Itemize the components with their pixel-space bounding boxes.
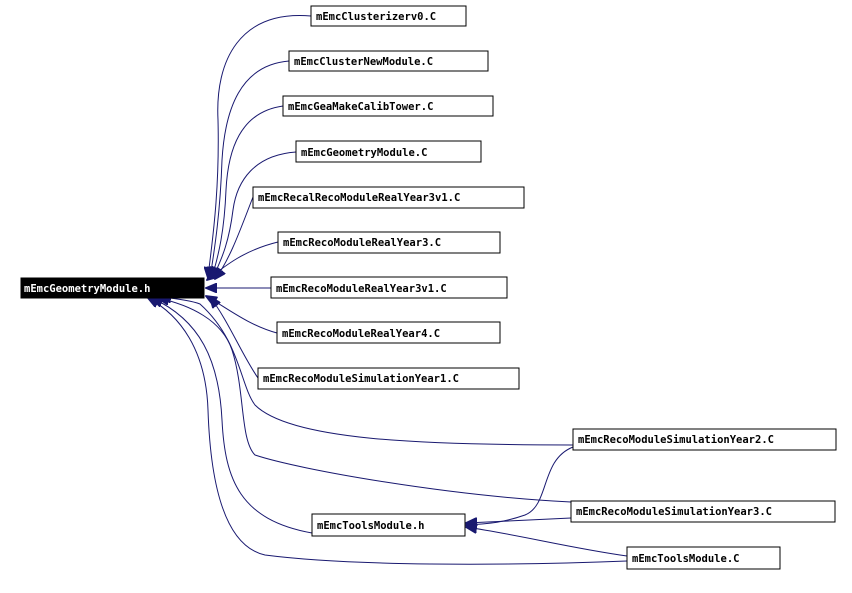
node-label: mEmcToolsModule.C [632,553,739,565]
node-label: mEmcGeometryModule.h [24,283,150,295]
node-label: mEmcRecoModuleRealYear3v1.C [276,283,447,295]
edge-recosimyear3-to-geometry-h [158,298,572,503]
edge-recosimyear2-to-geometry-h [160,297,574,446]
edge-toolsmodule-c-to-toolsmodule-h [466,527,628,557]
node-label: mEmcClusterNewModule.C [294,56,433,68]
node-label: mEmcGeometryModule.C [301,147,427,159]
node-label: mEmcToolsModule.h [317,520,424,532]
edge-geometrymodule-c-to-geometry-h [213,151,297,278]
node-mEmcRecoModuleSimulationYear2-C[interactable]: mEmcRecoModuleSimulationYear2.C [572,428,837,451]
node-mEmcToolsModule-h[interactable]: mEmcToolsModule.h [311,513,466,537]
node-mEmcGeometryModule-h[interactable]: mEmcGeometryModule.h [20,277,205,299]
edge-recorealyear3-to-geometry-h [207,241,279,280]
node-mEmcClusterizerv0-C[interactable]: mEmcClusterizerv0.C [310,5,467,27]
edge-recalrecoyear3v1-to-geometry-h [215,196,254,279]
node-mEmcRecoModuleRealYear3-C[interactable]: mEmcRecoModuleRealYear3.C [277,231,501,254]
node-mEmcGeometryModule-C[interactable]: mEmcGeometryModule.C [295,140,482,163]
node-mEmcGeaMakeCalibTower-C[interactable]: mEmcGeaMakeCalibTower.C [282,95,494,117]
node-mEmcRecalRecoModuleRealYear3v1-C[interactable]: mEmcRecalRecoModuleRealYear3v1.C [252,186,525,209]
node-label: mEmcGeaMakeCalibTower.C [288,101,433,113]
node-mEmcRecoModuleSimulationYear1-C[interactable]: mEmcRecoModuleSimulationYear1.C [257,367,520,390]
node-label: mEmcRecoModuleRealYear4.C [282,328,440,340]
node-mEmcRecoModuleRealYear4-C[interactable]: mEmcRecoModuleRealYear4.C [276,321,501,344]
edge-recosimyear3-to-toolsmodule-h [466,518,572,523]
node-label: mEmcClusterizerv0.C [316,11,436,23]
node-label: mEmcRecoModuleSimulationYear1.C [263,373,459,385]
edge-recosimyear1-to-geometry-h [210,297,259,379]
node-mEmcToolsModule-C[interactable]: mEmcToolsModule.C [626,546,781,570]
edge-clusternewmodule-to-geometry-h [210,60,290,278]
edge-recorealyear4-to-geometry-h [206,296,278,334]
nodes: mEmcGeometryModule.h mEmcClusterizerv0.C… [20,5,837,570]
node-mEmcRecoModuleRealYear3v1-C[interactable]: mEmcRecoModuleRealYear3v1.C [270,276,508,299]
node-label: mEmcRecoModuleRealYear3.C [283,237,441,249]
edge-recosimyear2-to-toolsmodule-h [466,446,574,525]
edge-clusterizerv0-to-geometry-h [208,15,312,278]
edge-toolsmodule-c-to-geometry-h [148,298,628,565]
node-mEmcRecoModuleSimulationYear3-C[interactable]: mEmcRecoModuleSimulationYear3.C [570,500,836,523]
node-label: mEmcRecoModuleSimulationYear2.C [578,434,774,446]
edges [148,15,628,565]
edge-geamakecalibtower-to-geometry-h [212,105,284,278]
node-label: mEmcRecoModuleSimulationYear3.C [576,506,772,518]
node-label: mEmcRecalRecoModuleRealYear3v1.C [258,192,460,204]
edge-toolsmodule-h-to-geometry-h [152,298,313,534]
node-mEmcClusterNewModule-C[interactable]: mEmcClusterNewModule.C [288,50,489,72]
